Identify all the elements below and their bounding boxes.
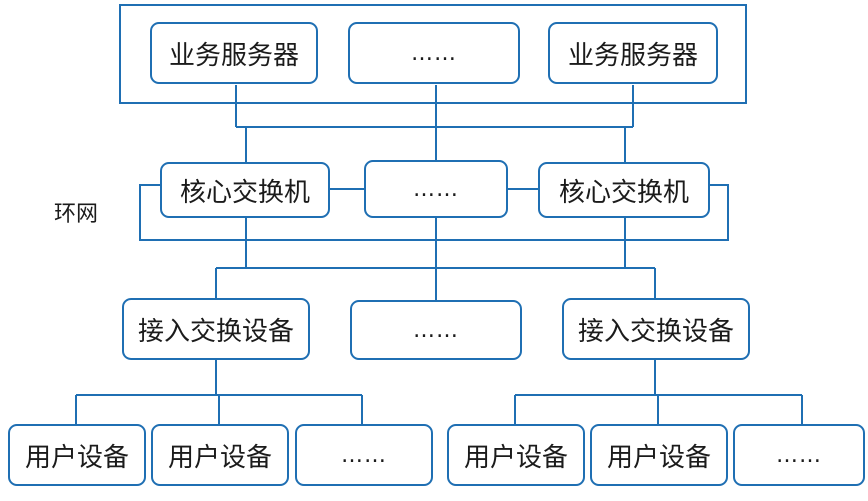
user-device-ellipsis-node: …… bbox=[295, 424, 433, 486]
ring-network-loop bbox=[139, 184, 729, 241]
user-device-node: 用户设备 bbox=[590, 424, 728, 486]
core-switch-node: 核心交换机 bbox=[538, 162, 710, 218]
core-switch-node: 核心交换机 bbox=[160, 162, 330, 218]
core-ellipsis-node: …… bbox=[364, 160, 508, 218]
server-ellipsis-node: …… bbox=[348, 22, 520, 84]
access-switch-node: 接入交换设备 bbox=[122, 298, 310, 360]
business-server-node: 业务服务器 bbox=[548, 22, 718, 84]
user-device-ellipsis-node: …… bbox=[733, 424, 865, 486]
access-switch-node: 接入交换设备 bbox=[562, 298, 750, 360]
business-server-node: 业务服务器 bbox=[150, 22, 318, 84]
server-group-frame bbox=[119, 4, 747, 104]
ring-network-label: 环网 bbox=[54, 202, 99, 227]
user-device-node: 用户设备 bbox=[447, 424, 585, 486]
user-device-node: 用户设备 bbox=[8, 424, 146, 486]
access-ellipsis-node: …… bbox=[350, 300, 522, 360]
user-device-node: 用户设备 bbox=[151, 424, 289, 486]
